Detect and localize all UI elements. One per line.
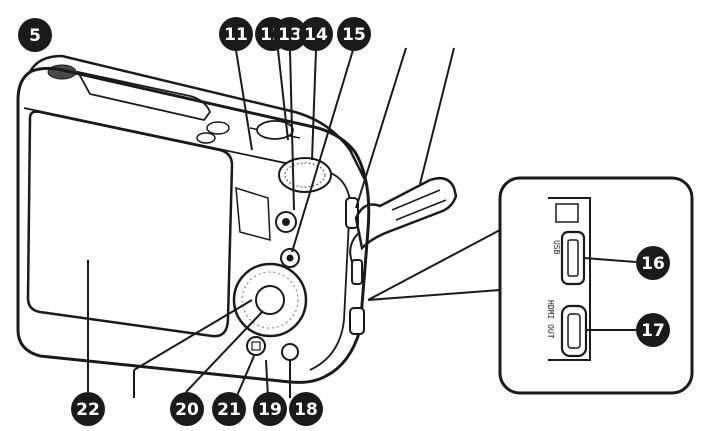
callout-20: 20 [170,392,204,426]
svg-text:16: 16 [641,254,665,274]
camera-bezel [23,107,351,371]
bs-button [281,343,299,361]
callout-13: 13 [273,17,307,51]
control-ring [232,262,308,338]
svg-text:11: 11 [224,25,248,45]
thumb-grip [235,186,271,241]
hdmi-port-label: HDMI OUT [546,300,555,339]
callout-19: 19 [253,392,287,426]
callout-21: 21 [212,392,246,426]
movie-button-center [282,218,290,226]
svg-text:22: 22 [76,400,100,420]
callout-18: 18 [289,392,323,426]
leader-lines [87,47,637,399]
playback-button-center [286,254,294,262]
camera-body [16,54,371,384]
svg-text:19: 19 [258,400,282,420]
port-inset-frame [498,176,694,395]
side-port-cover [349,307,365,335]
lcd-screen [26,110,234,338]
callout-15: 15 [337,17,371,51]
svg-text:14: 14 [304,25,328,45]
wrist-strap [349,177,458,263]
camera-top-flash [76,70,212,122]
side-latch [351,259,363,285]
top-button-left [206,121,230,135]
svg-text:18: 18 [294,400,318,420]
svg-text:21: 21 [217,400,241,420]
svg-text:15: 15 [342,25,366,45]
svg-text:20: 20 [175,400,199,420]
callout-16: 16 [636,246,670,280]
svg-text:13: 13 [278,25,302,45]
menu-button-glyph [251,341,261,351]
callout-11: 11 [219,17,253,51]
callout-22: 22 [71,392,105,426]
callout-14: 14 [299,17,333,51]
section-number: 5 [29,26,41,46]
section-badge: 5 [18,18,52,52]
svg-text:17: 17 [641,321,665,341]
usb-port-label: USB [552,240,561,255]
top-button-right [196,132,216,144]
port-zoom-callout: USB HDMI OUT [367,176,694,395]
callout-17: 17 [636,313,670,347]
menu-button [246,336,266,356]
camera-outline [16,66,371,384]
mode-dial [278,157,332,193]
